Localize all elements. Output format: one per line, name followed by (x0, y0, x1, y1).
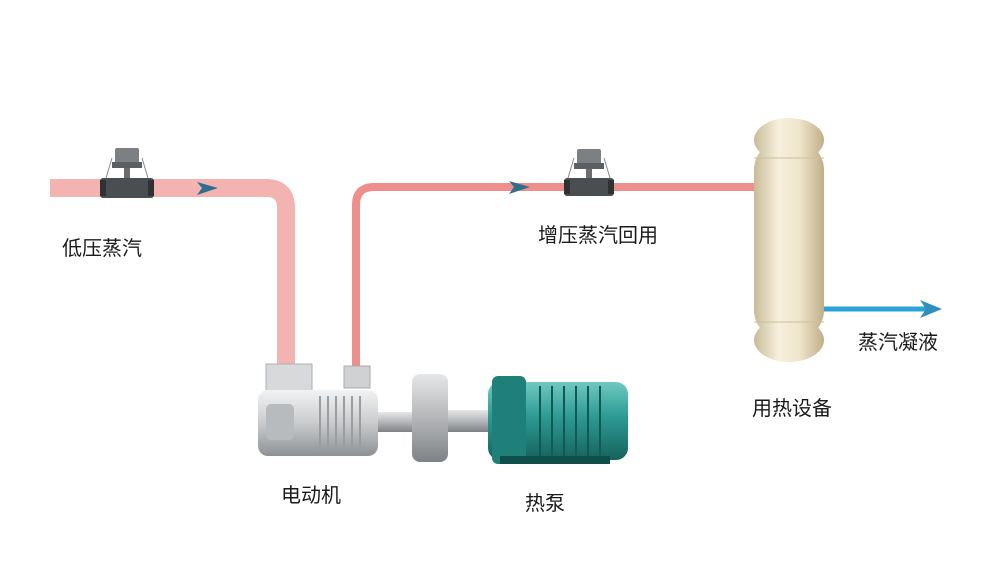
boosted-steam-pipe (352, 183, 758, 372)
label-heat-equipment: 用热设备 (752, 396, 832, 420)
condensate-arrowhead (920, 300, 942, 318)
heat-pump-motor (488, 376, 628, 464)
heat-equipment-vessel (754, 118, 824, 362)
flow-arrow-boosted (509, 181, 530, 194)
label-low-pressure-steam: 低压蒸汽 (62, 236, 142, 260)
label-steam-condensate: 蒸汽凝液 (858, 330, 938, 354)
flow-meter-icon (564, 149, 614, 196)
coupling (378, 374, 488, 462)
label-heat-pump: 热泵 (525, 491, 565, 515)
flow-meter-icon (100, 148, 154, 198)
label-motor: 电动机 (281, 483, 341, 507)
flow-arrow-low-pressure (197, 182, 218, 195)
motor-unit (258, 363, 378, 456)
low-pressure-steam-pipe (50, 179, 295, 372)
label-boosted-steam-reuse: 增压蒸汽回用 (538, 223, 658, 247)
